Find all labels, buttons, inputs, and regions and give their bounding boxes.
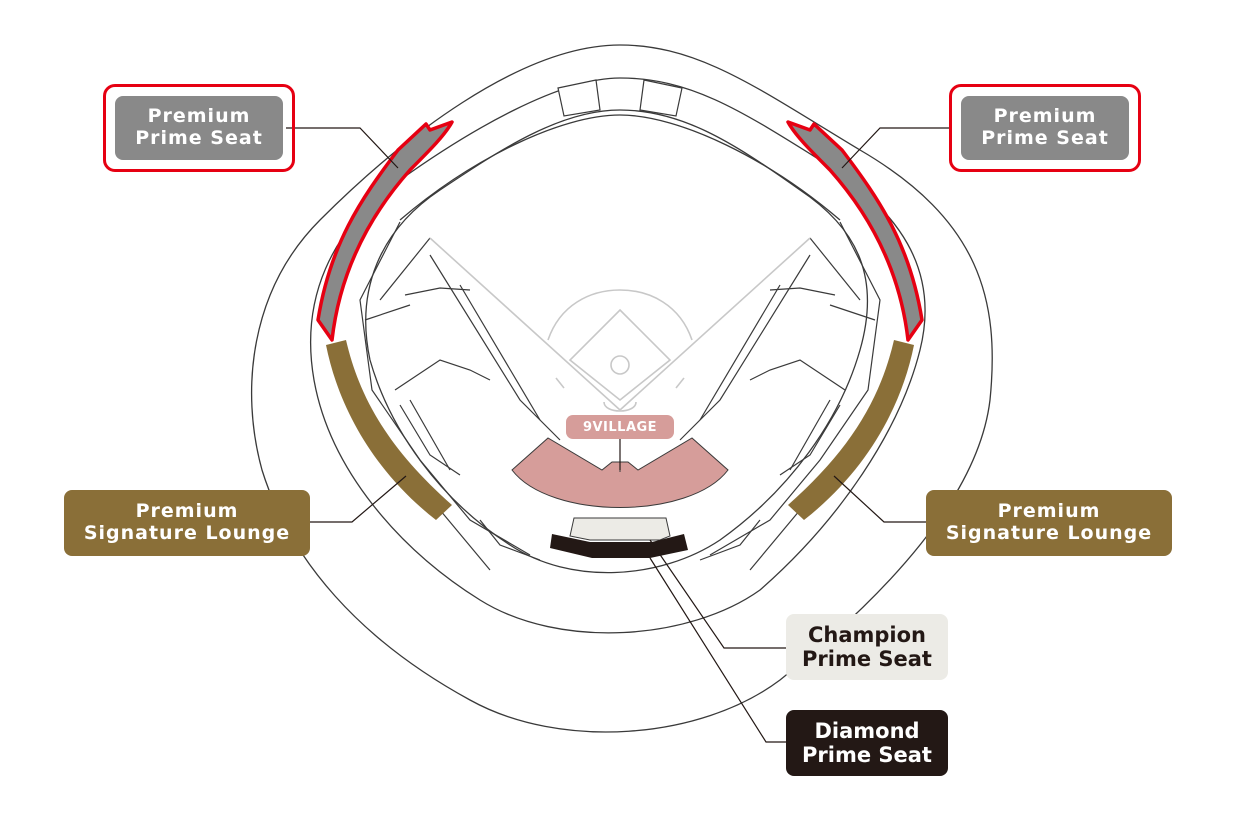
- baseball-diamond-icon: [429, 237, 811, 412]
- premium-signature-lounge-right-label[interactable]: Premium Signature Lounge: [926, 490, 1172, 556]
- premium-prime-seat-left[interactable]: [316, 120, 454, 342]
- champion-prime-seat[interactable]: [569, 517, 671, 541]
- premium-signature-lounge-right[interactable]: [788, 340, 914, 520]
- premium-signature-lounge-left[interactable]: [326, 340, 452, 520]
- leader-lines: [286, 127, 950, 743]
- inner-seating-ring: [365, 109, 869, 574]
- stadium-outer-boundary: [250, 44, 993, 733]
- premium-prime-seat-right-label[interactable]: Premium Prime Seat: [961, 96, 1129, 160]
- premium-prime-left-highlight: [103, 84, 295, 172]
- premium-signature-lounge-left-label[interactable]: Premium Signature Lounge: [64, 490, 310, 556]
- premium-prime-seat-right[interactable]: [786, 120, 924, 342]
- scoreboard-left: [557, 79, 601, 117]
- outfield-wall: [399, 114, 841, 221]
- sections-left: [359, 221, 561, 571]
- champion-prime-seat-label[interactable]: Champion Prime Seat: [786, 614, 948, 680]
- premium-prime-right-highlight: [949, 84, 1141, 172]
- village-area[interactable]: [511, 437, 729, 508]
- village-label[interactable]: 9VILLAGE: [566, 415, 674, 439]
- sections-right: [679, 221, 881, 571]
- scoreboard-right: [639, 79, 683, 117]
- diamond-prime-seat[interactable]: [550, 534, 688, 558]
- diamond-prime-seat-label[interactable]: Diamond Prime Seat: [786, 710, 948, 776]
- premium-prime-seat-left-label[interactable]: Premium Prime Seat: [115, 96, 283, 160]
